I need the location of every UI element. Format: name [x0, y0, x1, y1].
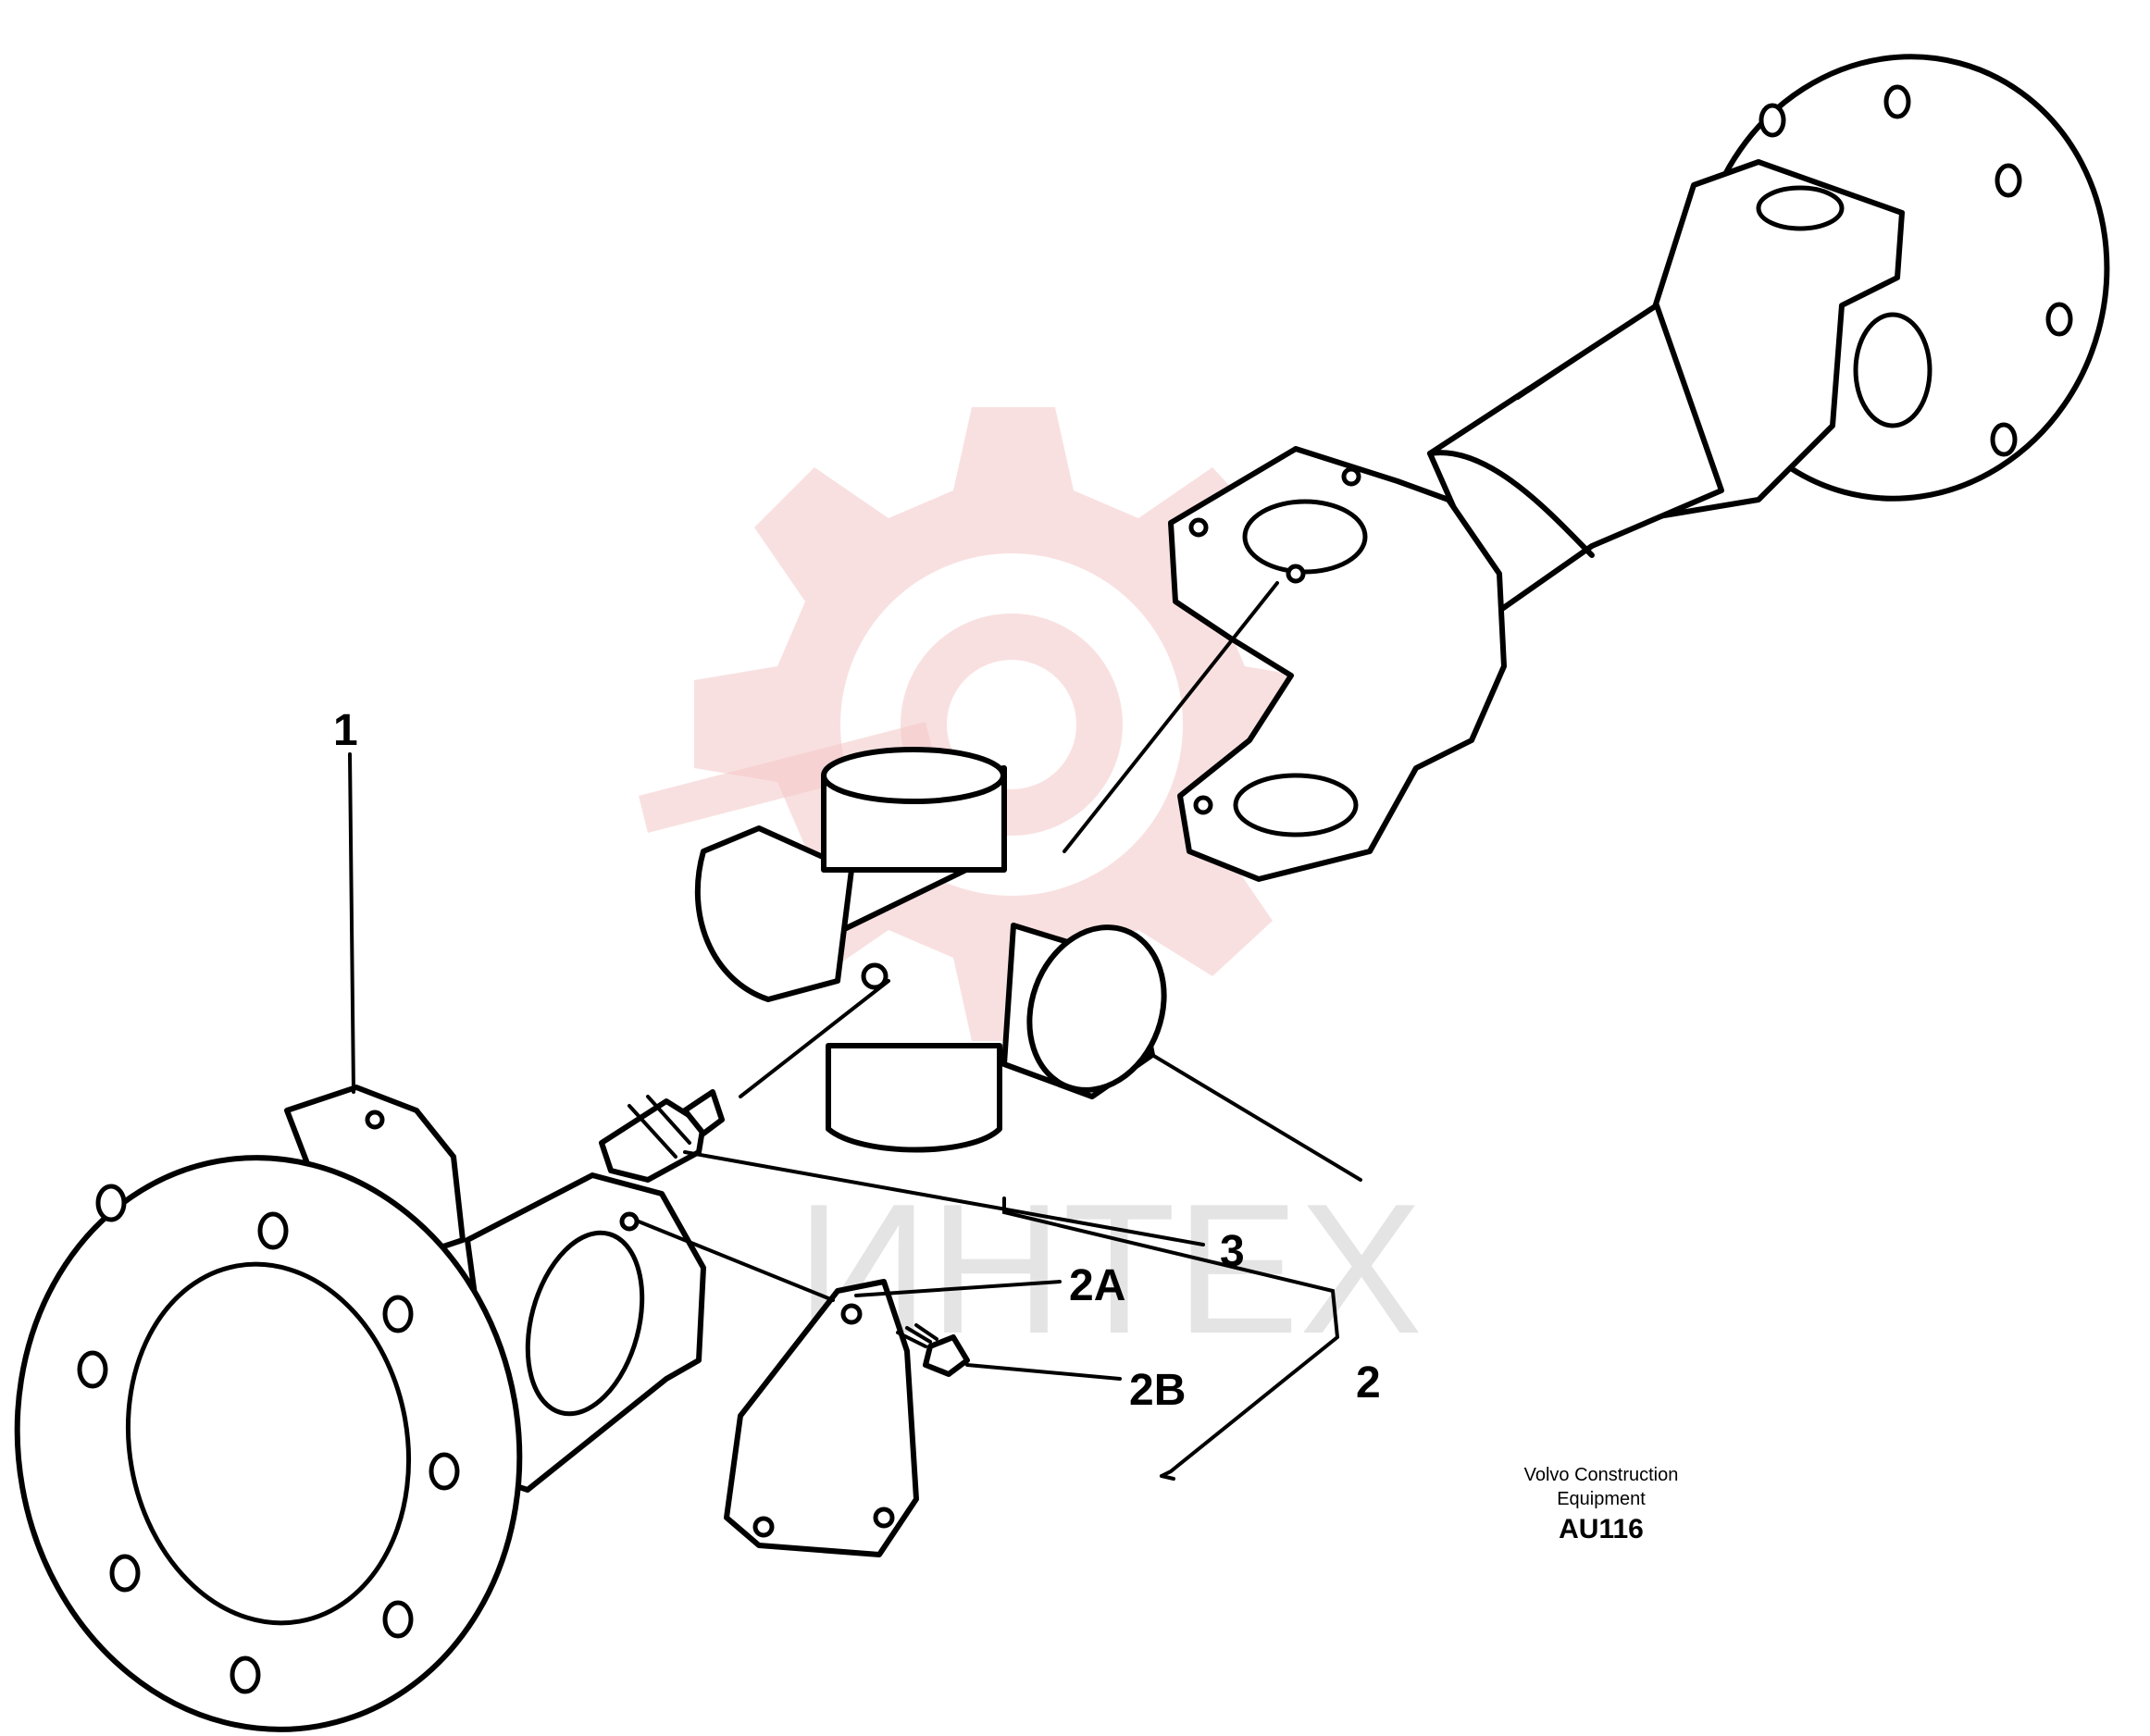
far-yoke-side-bore	[1853, 312, 1933, 428]
grease-nipple	[599, 1089, 725, 1183]
footer-drawing-code: AU116	[1559, 1514, 1644, 1544]
cross-top-cap-face	[821, 747, 1006, 804]
cross-right-cap-face	[1026, 924, 1167, 1093]
flange-bolt-hole	[77, 1350, 108, 1389]
callout-item-1: 1	[333, 706, 358, 755]
universal-joint-cross	[694, 747, 1167, 1153]
flange-bolt-hole	[382, 1295, 414, 1333]
flange-bolt-hole	[2045, 302, 2073, 337]
leader-yoke-to-cross	[1063, 581, 1279, 853]
callout-item-2b: 2B	[1129, 1366, 1186, 1415]
cap-screw	[896, 1323, 970, 1377]
leader-grease-to-cross	[739, 979, 890, 1098]
flange-yoke	[14, 1085, 706, 1732]
flange-bolt-hole	[230, 1655, 261, 1694]
flange-bolt-hole	[1990, 422, 2018, 457]
flange-center-bore	[125, 1261, 412, 1626]
footer-brand-line1: Volvo Construction	[1524, 1465, 1679, 1485]
far-yoke-bore	[1756, 185, 1845, 231]
callout-item-2: 2	[1356, 1358, 1381, 1407]
cross-left-arm	[694, 825, 854, 1002]
flange-bolt-hole	[382, 1600, 414, 1639]
cross-bottom-cap	[826, 1043, 1002, 1153]
drive-shaft-assembly	[1168, 54, 2110, 882]
flange-bolt-hole	[109, 1554, 141, 1593]
flange-bolt-hole	[429, 1452, 460, 1491]
cover-plate	[724, 1279, 919, 1557]
callout-item-3: 3	[1220, 1227, 1245, 1276]
flange-bolt-hole	[1995, 163, 2022, 198]
leader-item-1	[348, 752, 355, 1094]
yoke-upper-bore	[1242, 499, 1368, 575]
grease-port	[861, 962, 889, 990]
footer-brand-line2: Equipment	[1557, 1489, 1646, 1509]
flange-bolt-hole	[1883, 84, 1911, 119]
yoke-lower-bore	[1233, 773, 1359, 837]
flange-bolt-hole	[1759, 103, 1786, 138]
flange-yoke-bore	[525, 1230, 645, 1417]
flange-bolt-hole	[95, 1184, 127, 1222]
leader-lines	[348, 581, 1362, 1481]
leader-item-3	[683, 1150, 1205, 1246]
flange-bolt-hole	[257, 1211, 289, 1250]
callout-item-2a: 2A	[1069, 1261, 1125, 1310]
leader-cross-to-2	[1150, 1053, 1362, 1182]
leader-item-2a	[854, 1280, 1062, 1297]
leader-item-2b	[965, 1363, 1122, 1381]
